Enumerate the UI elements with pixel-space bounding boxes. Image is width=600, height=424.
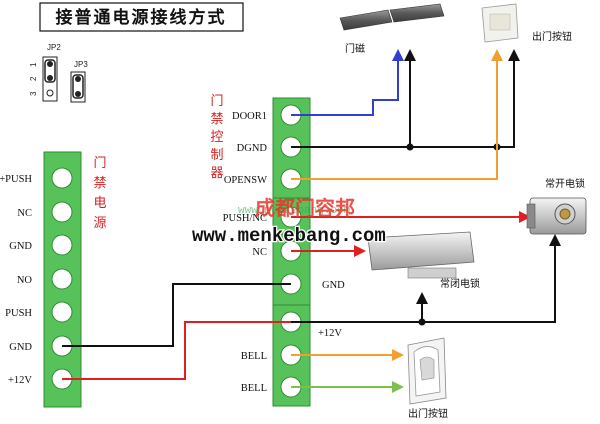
diagram-title: 接普通电源接线方式 <box>56 7 227 28</box>
normally-closed-lock: 常闭电锁 <box>367 231 480 290</box>
door-sensor: 门磁 <box>339 3 445 55</box>
ctrl-terminal-label: OPENSW <box>224 175 267 186</box>
jp2-pin-1: 1 <box>29 62 38 67</box>
ps-terminal-label: NC <box>17 208 32 219</box>
ctrl-terminal-door1: DOOR1 <box>232 104 302 126</box>
ctrl-terminal-label: DOOR1 <box>232 111 267 122</box>
jp2-pin-2: 2 <box>29 76 38 81</box>
ps-terminal-label: NO <box>17 275 33 286</box>
wires <box>62 49 561 393</box>
jp2-pin-3: 3 <box>29 91 38 96</box>
door-sensor-label: 门磁 <box>345 42 365 55</box>
exit-button-top-label: 出门按钮 <box>532 30 572 43</box>
power-supply-label-4: 源 <box>93 216 106 231</box>
ps-terminal-label: GND <box>9 342 32 353</box>
wire-ps-gnd-black <box>62 283 291 347</box>
jumper-jp3: JP3 <box>70 60 88 103</box>
jumper-jp2: JP2 1 2 3 <box>29 43 61 102</box>
ctrl-terminal-label: BELL <box>241 351 267 362</box>
ctrl-terminal-label: DGND <box>237 143 268 154</box>
exit-button-bottom: 出门按钮 <box>407 337 448 420</box>
controller-label-4: 制 <box>210 148 223 163</box>
ctrl-terminal-label: NC <box>252 247 267 258</box>
title-box: 接普通电源接线方式 <box>39 2 244 32</box>
watermark-url: www.menkebang.com <box>192 225 386 247</box>
wire-door1-blue <box>291 49 404 116</box>
wire-dgnd-to-button <box>410 49 520 148</box>
wire-ps-12v-red <box>62 321 291 380</box>
ctrl-terminal-label: PUSH/NC <box>223 213 267 224</box>
jp2-label: JP2 <box>47 43 61 52</box>
junction-dot <box>406 143 414 151</box>
controller-label-1: 门 <box>210 94 223 109</box>
power-supply-label-3: 电 <box>93 196 106 211</box>
ps-terminal-label: GND <box>9 241 32 252</box>
normally-open-lock: 常开电锁 <box>526 177 587 235</box>
controller-label-3: 控 <box>210 130 223 145</box>
wire-opensw-orange <box>291 49 503 180</box>
controller-label-5: 器 <box>210 166 223 181</box>
ps-terminal-no: NO <box>17 268 73 290</box>
exit-button-bottom-label: 出门按钮 <box>408 407 448 420</box>
jp3-label: JP3 <box>74 60 88 69</box>
no-lock-label: 常开电锁 <box>545 177 585 190</box>
exit-button-top: 出门按钮 <box>481 3 572 43</box>
watermark: www.menkebang.com 成都门容邦 www.menkebang.co… <box>191 196 387 248</box>
junction-dot <box>418 318 426 326</box>
power-supply-label-1: 门 <box>93 156 106 171</box>
ps-terminal-label: PUSH <box>5 308 32 319</box>
ps-terminal-label: +12V <box>8 375 32 386</box>
ps-terminal-push-plus: +PUSH <box>0 167 73 189</box>
ps-terminal-label: +PUSH <box>0 174 32 185</box>
ctrl-terminal-label: GND <box>322 280 345 291</box>
controller-label-2: 禁 <box>210 112 223 127</box>
ps-terminal-push: PUSH <box>5 301 73 323</box>
watermark-faint-url: www.menkebang.com <box>238 205 351 217</box>
ps-terminal-nc: NC <box>17 201 73 223</box>
power-supply-label-2: 禁 <box>93 176 106 191</box>
ctrl-terminal-label: BELL <box>241 383 267 394</box>
ps-terminal-gnd-1: GND <box>9 234 73 256</box>
ctrl-terminal-label: +12V <box>318 328 342 339</box>
nc-lock-label: 常闭电锁 <box>440 277 480 290</box>
ctrl-terminal-opensw: OPENSW <box>224 168 302 190</box>
watermark-site-name: 成都门容邦 <box>255 196 355 220</box>
wire-12v-black <box>291 234 561 323</box>
